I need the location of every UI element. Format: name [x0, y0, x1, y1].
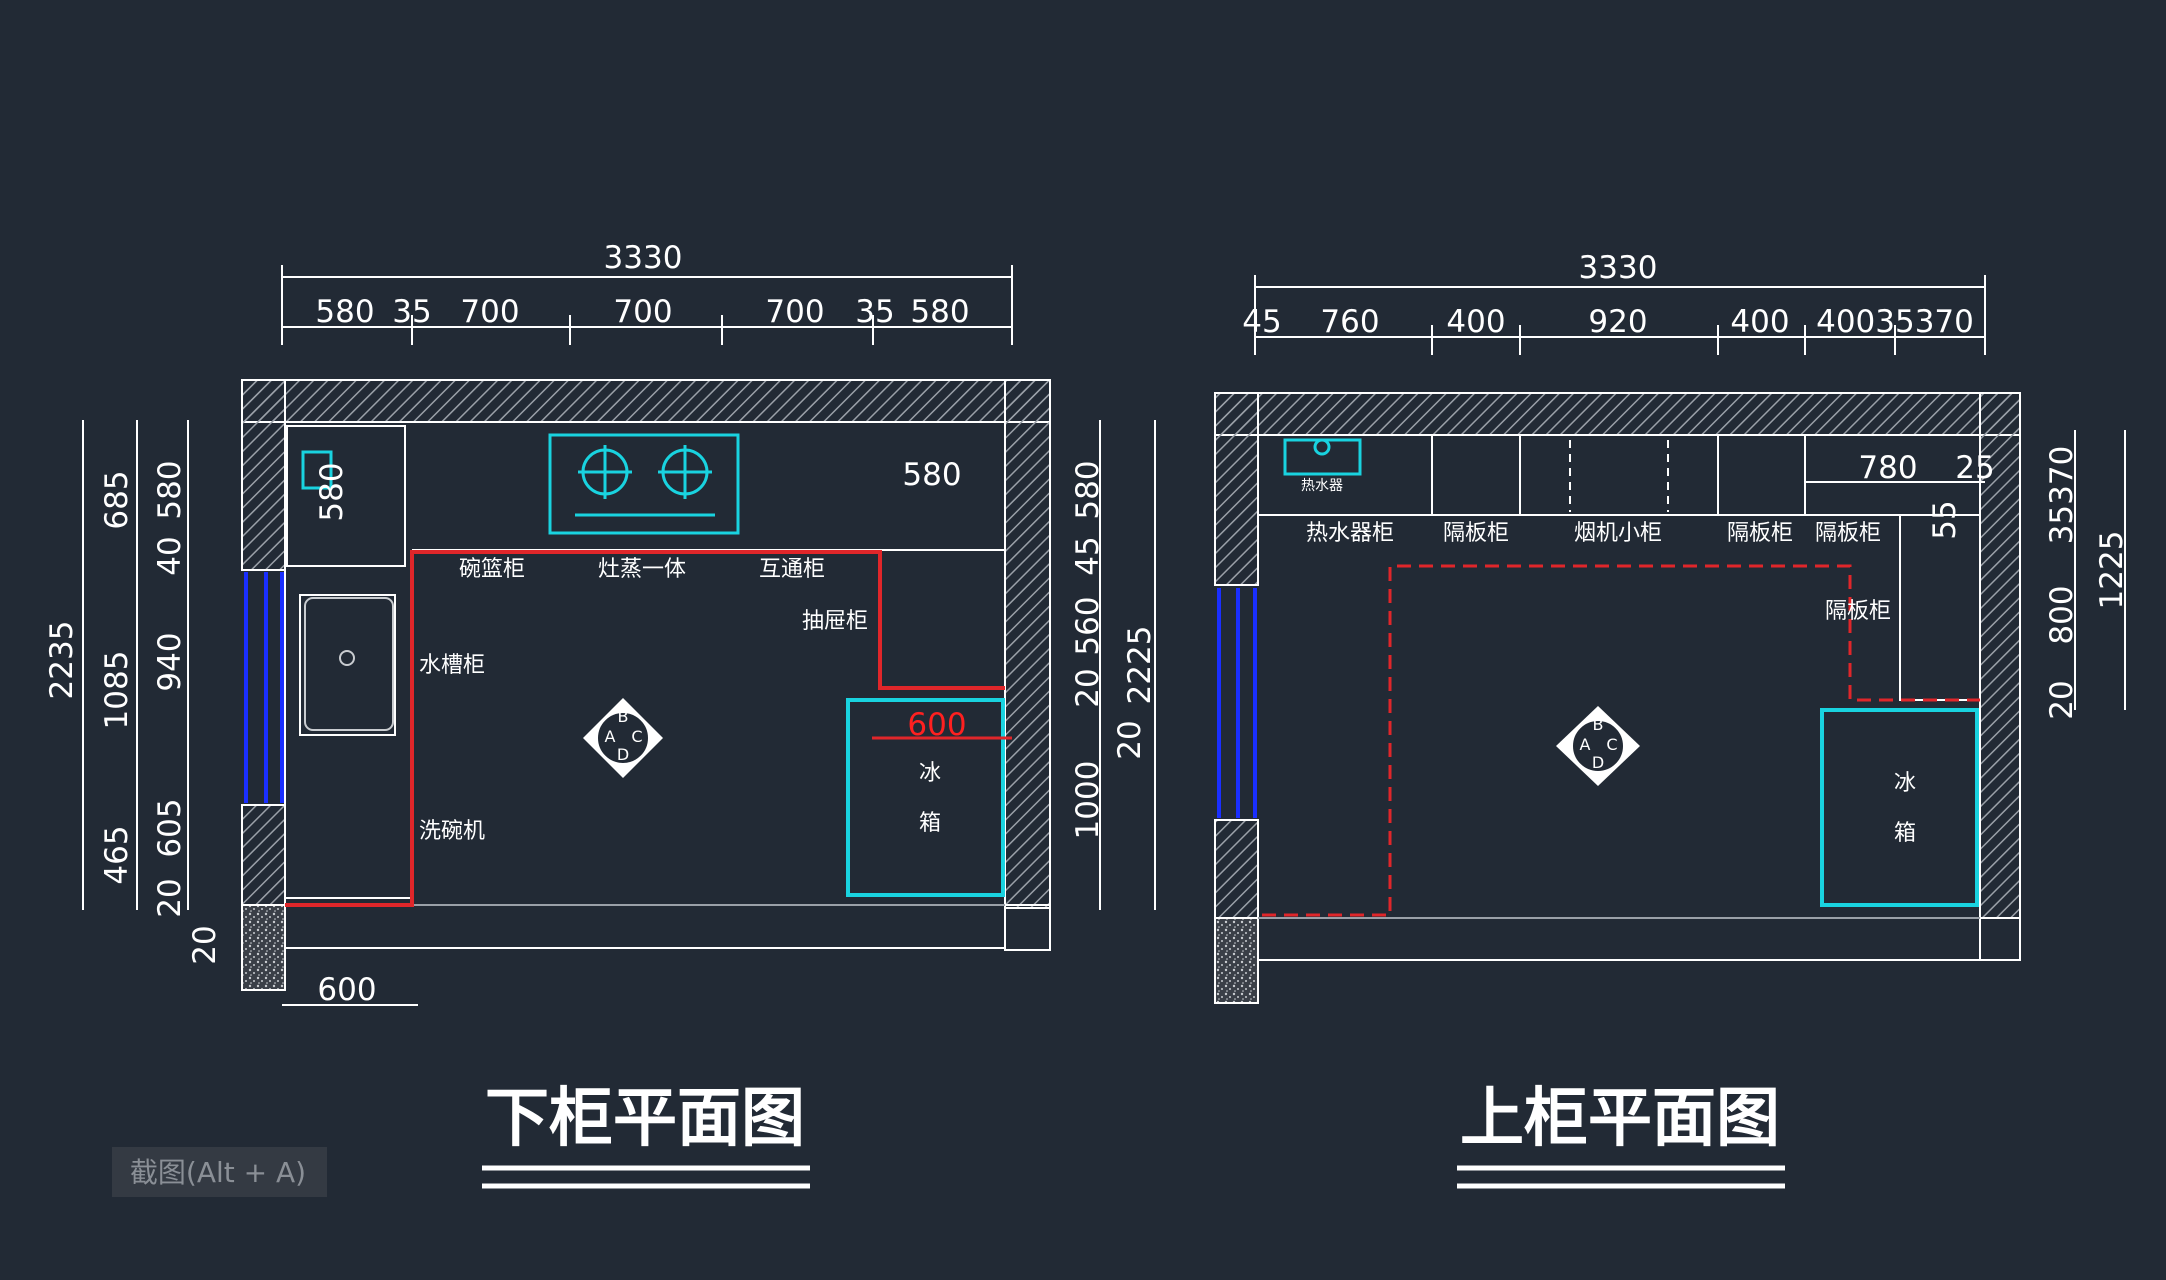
upper-label-shelf4: 隔板柜	[1825, 599, 1891, 624]
upper-compass-icon	[1556, 706, 1640, 786]
lower-dim-40: 40	[152, 536, 188, 575]
lower-dim-bottom600: 600	[317, 972, 376, 1008]
lower-plan-title: 下柜平面图	[485, 1082, 805, 1156]
lower-dim-r1000: 1000	[1070, 761, 1106, 840]
compass-letters: B A C D B A C D	[605, 707, 1618, 772]
lower-dim-d1: 580	[315, 294, 374, 330]
upper-dim-d1: 45	[1242, 304, 1281, 340]
lower-dim-d2: 35	[392, 294, 431, 330]
upper-dim-inner25: 25	[1955, 450, 1994, 486]
lower-label-dishwasher: 洗碗机	[419, 819, 485, 844]
upper-dim-d5: 400	[1730, 304, 1789, 340]
lower-sink-tap	[301, 450, 333, 490]
lower-dim-r560: 560	[1070, 596, 1106, 655]
lower-dim-d7: 580	[910, 294, 969, 330]
upper-plan-title: 上柜平面图	[1460, 1082, 1780, 1156]
lower-dim-d4: 700	[613, 294, 672, 330]
lower-dim-20a: 20	[152, 878, 188, 917]
lower-fridge-text-1: 冰	[919, 761, 941, 786]
upper-label-shelf1: 隔板柜	[1443, 521, 1509, 546]
lower-dim-r20a: 20	[1070, 668, 1106, 707]
upper-plan: 3330 45 760 400 920 400 40035370 780 25 …	[1214, 250, 2130, 1189]
lower-dim-inner580: 580	[902, 457, 961, 493]
lower-stove	[548, 433, 740, 535]
lower-fridge-text-2: 箱	[919, 811, 941, 836]
upper-dim-d6: 40035370	[1816, 304, 1974, 340]
upper-walls	[1214, 392, 2021, 1004]
lower-dim-red600: 600	[907, 707, 966, 743]
upper-dim-r1225: 1225	[2094, 531, 2130, 610]
lower-sink	[304, 597, 394, 731]
lower-compass-a: B	[618, 707, 629, 726]
lower-dim-lines	[82, 265, 1156, 1006]
lower-compass-b: A	[605, 727, 616, 746]
lower-dim-2235: 2235	[44, 621, 80, 700]
lower-label-drawer: 抽屉柜	[802, 609, 868, 634]
lower-dim-r580: 580	[1070, 460, 1106, 519]
lower-compass-icon	[583, 698, 663, 778]
upper-dim-r800: 800	[2044, 585, 2080, 644]
lower-window	[244, 572, 284, 803]
upper-fridge	[1820, 708, 1979, 907]
lower-dim-685: 685	[99, 470, 135, 529]
lower-dim-20b: 20	[187, 925, 223, 964]
lower-dim-1085: 1085	[99, 651, 135, 730]
upper-dim-r20: 20	[2044, 680, 2080, 719]
upper-dim-total: 3330	[1579, 250, 1658, 286]
lower-dim-total: 3330	[604, 240, 683, 276]
lower-plan: 3330 580 35 700 700 700 35 580 2235 685 …	[44, 240, 1158, 1189]
upper-dim-inner780: 780	[1858, 450, 1917, 486]
lower-dim-r45: 45	[1070, 536, 1106, 575]
lower-walls	[241, 379, 1051, 991]
lower-label-mutual: 互通柜	[759, 557, 825, 582]
upper-label-hood: 烟机小柜	[1574, 521, 1662, 546]
upper-label-shelf2: 隔板柜	[1727, 521, 1793, 546]
screenshot-hint: 截图(Alt + A)	[112, 1147, 327, 1197]
upper-fridge-text-1: 冰	[1894, 771, 1916, 796]
lower-dim-465: 465	[99, 825, 135, 884]
lower-dim-d6: 35	[855, 294, 894, 330]
lower-fridge	[846, 698, 1005, 897]
lower-dim-605: 605	[152, 798, 188, 857]
lower-red-edge	[285, 550, 1005, 907]
upper-dim-d3: 400	[1446, 304, 1505, 340]
upper-label-heater-small: 热水器	[1301, 478, 1343, 494]
upper-dim-inner55: 55	[1927, 500, 1963, 539]
lower-dim-sink580: 580	[314, 462, 350, 521]
upper-window	[1217, 588, 1257, 818]
upper-fridge-text-2: 箱	[1894, 821, 1916, 846]
upper-compass-a: B	[1593, 715, 1604, 734]
lower-label-bowl: 碗篮柜	[459, 557, 525, 582]
upper-label-shelf3: 隔板柜	[1815, 521, 1881, 546]
lower-dim-d3: 700	[460, 294, 519, 330]
upper-compass-b: A	[1580, 735, 1591, 754]
upper-dim-r35370: 35370	[2044, 446, 2080, 545]
upper-heater	[1283, 438, 1362, 476]
lower-compass-d: D	[617, 745, 629, 764]
lower-dim-580: 580	[152, 460, 188, 519]
upper-cabinets	[1257, 434, 1981, 701]
lower-dim-940: 940	[152, 632, 188, 691]
upper-dim-d2: 760	[1320, 304, 1379, 340]
lower-label-sink: 水槽柜	[419, 653, 485, 678]
lower-dim-d5: 700	[765, 294, 824, 330]
lower-compass-c: C	[631, 727, 642, 746]
lower-label-stove: 灶蒸一体	[598, 557, 686, 582]
upper-dim-lines	[1254, 275, 2126, 710]
upper-red-edge	[1262, 564, 1980, 917]
upper-label-heater: 热水器柜	[1306, 521, 1394, 546]
upper-compass-c: C	[1606, 735, 1617, 754]
upper-compass-d: D	[1592, 753, 1604, 772]
lower-dim-r2225: 2225	[1122, 626, 1158, 705]
screenshot-hint-text: 截图(Alt + A)	[130, 1156, 306, 1189]
lower-dim-r20b: 20	[1112, 720, 1148, 759]
upper-dim-d4: 920	[1588, 304, 1647, 340]
